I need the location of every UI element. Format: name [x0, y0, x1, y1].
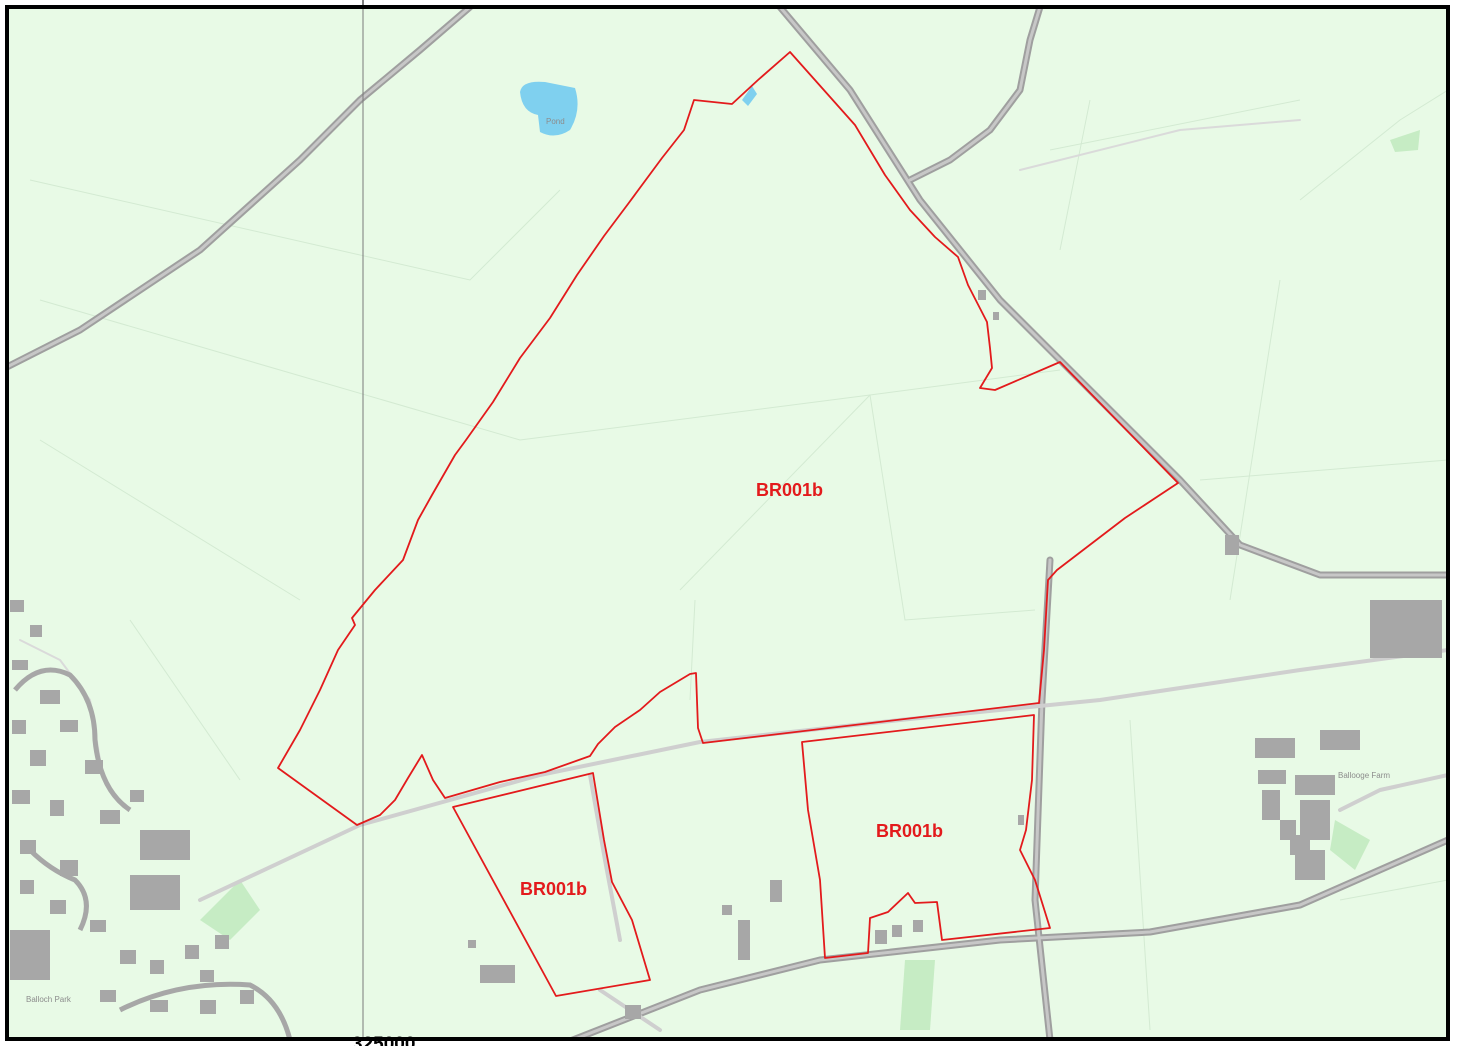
woodland-patch	[1330, 820, 1370, 870]
place-label-farm: Ballooge Farm	[1338, 771, 1390, 780]
pond-small	[742, 86, 757, 106]
pond	[520, 81, 578, 136]
site-boundary-main[interactable]	[277, 51, 1179, 826]
woodland-patch	[200, 880, 260, 940]
place-label-pond: Pond	[546, 117, 565, 126]
buildings-west	[10, 600, 254, 1014]
map-border	[5, 5, 1450, 1041]
site-label-southwest: BR001b	[520, 879, 587, 899]
buildings-farm	[978, 290, 1442, 880]
site-label-southeast: BR001b	[876, 821, 943, 841]
woodland-patch	[900, 960, 935, 1030]
site-boundary-southeast[interactable]	[801, 714, 1051, 959]
map-background	[7, 7, 1448, 1039]
grid-label: 325000	[352, 1034, 415, 1046]
buildings-central	[468, 815, 1024, 1019]
site-boundary-southwest[interactable]	[452, 772, 651, 997]
woodland-patch	[1390, 130, 1420, 152]
estate-roads	[13, 667, 293, 1039]
site-label-main: BR001b	[756, 480, 823, 500]
place-label-park: Balloch Park	[26, 995, 72, 1004]
field-boundaries	[29, 89, 1448, 1031]
road-network	[7, 7, 1448, 1039]
